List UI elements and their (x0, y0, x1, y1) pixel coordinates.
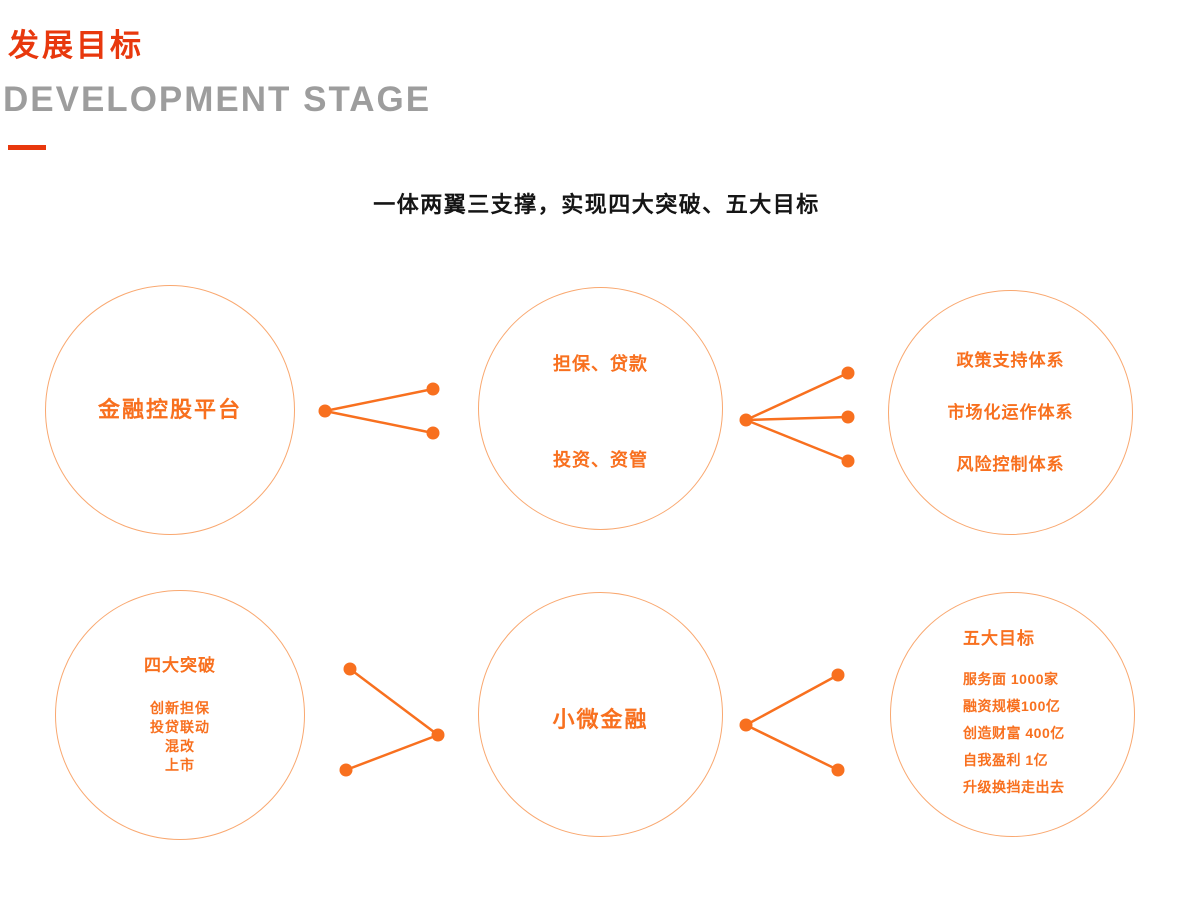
goal-self-profit: 自我盈利 1亿 (963, 752, 1049, 768)
goal-wealth-creation: 创造财富 400亿 (963, 725, 1065, 741)
circle-four-breakthroughs: 四大突破 创新担保 投贷联动 混改 上市 (55, 590, 305, 840)
wing-investment-asset-label: 投资、资管 (553, 449, 648, 470)
support-policy-label: 政策支持体系 (956, 350, 1065, 370)
diagram-heading: 一体两翼三支撑，实现四大突破、五大目标 (373, 192, 820, 217)
circle-three-supports: 政策支持体系 市场化运作体系 风险控制体系 (888, 290, 1133, 535)
connector-one-to-two-goals (739, 668, 845, 777)
page-subtitle: DEVELOPMENT STAGE (3, 80, 432, 119)
four-breakthroughs-title: 四大突破 (144, 656, 216, 675)
connector-one-to-two (318, 382, 440, 440)
circle-two-wings: 担保、贷款 投资、资管 (478, 287, 723, 530)
goal-service-coverage: 服务面 1000家 (963, 671, 1059, 687)
circle-financial-holding-platform: 金融控股平台 (45, 285, 295, 535)
support-risk-control-label: 风险控制体系 (956, 454, 1065, 474)
financial-holding-label: 金融控股平台 (97, 397, 242, 422)
micro-finance-label: 小微金融 (552, 706, 649, 732)
circle-micro-finance: 小微金融 (478, 592, 723, 837)
connector-two-to-one (339, 662, 445, 777)
five-goals-title: 五大目标 (963, 629, 1035, 648)
connector-one-to-three (739, 366, 855, 468)
breakthrough-investment-loan-linkage: 投贷联动 (150, 719, 210, 735)
title-underline (8, 145, 46, 150)
goal-upgrade-go-global: 升级换挡走出去 (963, 779, 1065, 795)
breakthrough-mixed-reform: 混改 (165, 738, 195, 754)
support-market-operation-label: 市场化运作体系 (947, 402, 1074, 422)
breakthrough-ipo: 上市 (165, 757, 195, 773)
wing-guarantee-loan-label: 担保、贷款 (553, 353, 648, 374)
breakthrough-innovative-guarantee: 创新担保 (150, 700, 210, 716)
circle-five-goals: 五大目标 服务面 1000家 融资规模100亿 创造财富 400亿 自我盈利 1… (890, 592, 1135, 837)
goal-financing-scale: 融资规模100亿 (963, 698, 1061, 714)
page-title: 发展目标 (8, 28, 144, 63)
